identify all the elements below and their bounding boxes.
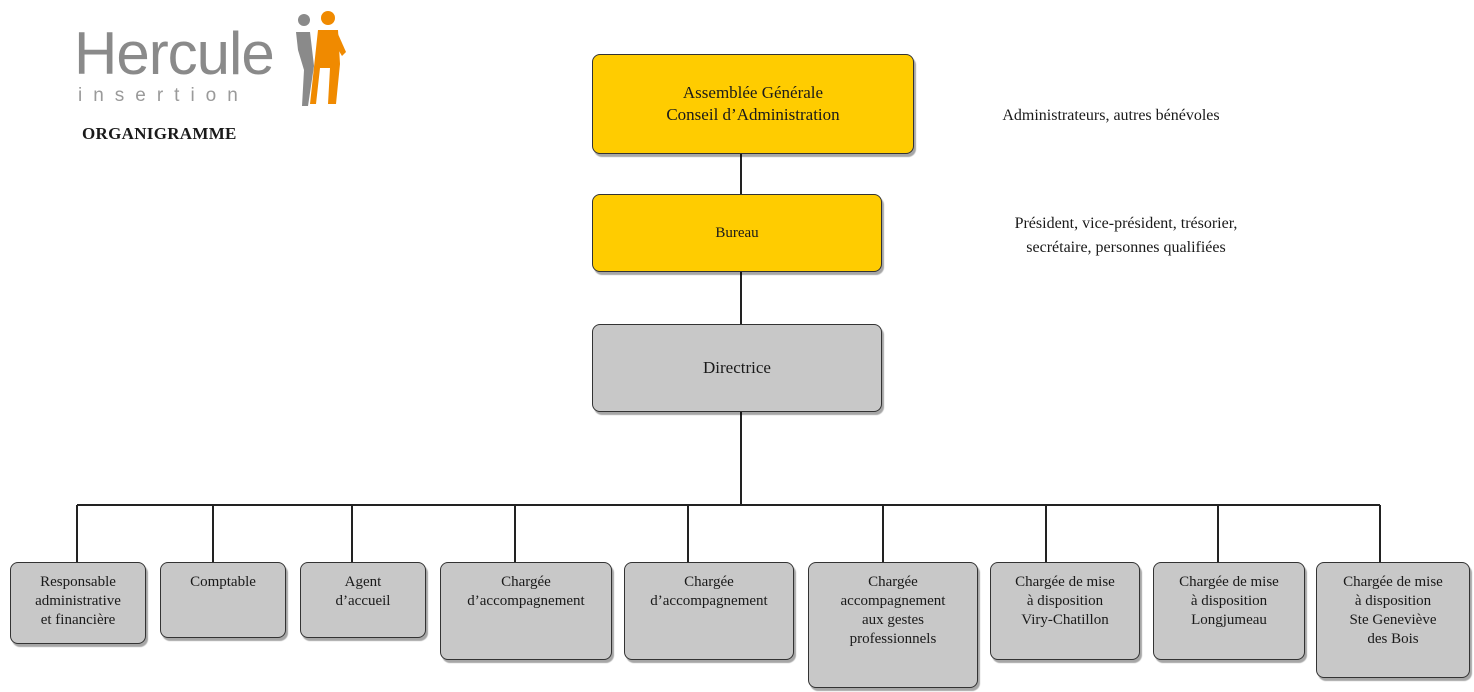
bureau-note: Président, vice-président, trésorier, se…	[1014, 215, 1238, 256]
director-label: Directrice	[703, 358, 771, 377]
staff-box-longjumeau: Chargée de mise à disposition Longjumeau	[1153, 562, 1305, 660]
assembly-note: Administrateurs, autres bénévoles	[1002, 107, 1220, 124]
staff-label: Chargée accompagnement aux gestes profes…	[840, 574, 946, 647]
logo-wordmark: Hercule	[74, 20, 275, 87]
staff-box-accountant: Comptable	[160, 562, 286, 638]
page-title: ORGANIGRAMME	[82, 124, 237, 143]
staff-box-admin-finance: Responsable administrative et financière	[10, 562, 146, 644]
logo-subtitle: insertion	[78, 85, 249, 106]
staff-label: Agent d’accueil	[335, 574, 391, 609]
bureau-label: Bureau	[715, 224, 759, 241]
staff-box-professional-gestures: Chargée accompagnement aux gestes profes…	[808, 562, 978, 688]
staff-label: Chargée d’accompagnement	[650, 574, 768, 609]
two-people-figure-icon	[296, 11, 346, 106]
staff-label: Chargée de mise à disposition Longjumeau	[1179, 574, 1279, 628]
staff-box-support-1: Chargée d’accompagnement	[440, 562, 612, 660]
assembly-label: Assemblée Générale Conseil d’Administrat…	[666, 83, 840, 124]
assembly-box: Assemblée Générale Conseil d’Administrat…	[592, 54, 914, 154]
staff-label: Chargée de mise à disposition Viry-Chati…	[1015, 574, 1115, 628]
bureau-box: Bureau	[592, 194, 882, 272]
logo: Hercule insertion	[70, 10, 360, 120]
staff-label: Chargée de mise à disposition Ste Genevi…	[1343, 574, 1443, 647]
staff-box-ste-genevieve: Chargée de mise à disposition Ste Genevi…	[1316, 562, 1470, 678]
staff-label: Chargée d’accompagnement	[467, 574, 585, 609]
staff-box-support-2: Chargée d’accompagnement	[624, 562, 794, 660]
staff-label: Comptable	[190, 574, 256, 590]
staff-box-viry-chatillon: Chargée de mise à disposition Viry-Chati…	[990, 562, 1140, 660]
director-box: Directrice	[592, 324, 882, 412]
staff-label: Responsable administrative et financière	[35, 574, 121, 628]
staff-box-reception: Agent d’accueil	[300, 562, 426, 638]
